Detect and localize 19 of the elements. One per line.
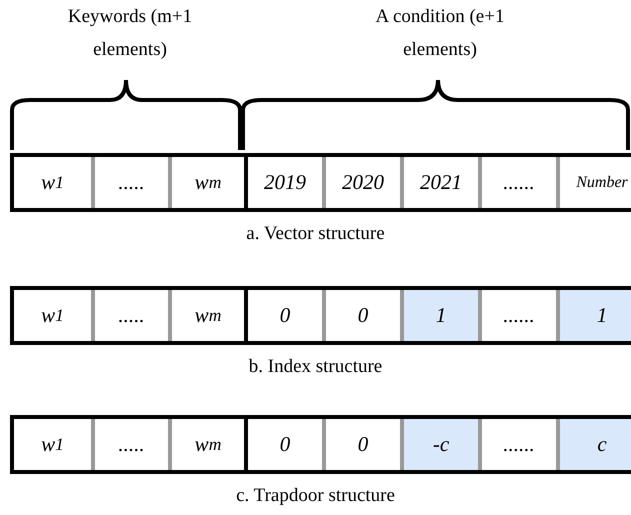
table-cell: 2021 bbox=[400, 157, 478, 208]
table-cell: ..... bbox=[91, 290, 168, 341]
table-cell: 2019 bbox=[244, 157, 322, 208]
table-cell: -c bbox=[400, 419, 478, 470]
caption: b. Index structure bbox=[248, 356, 384, 378]
heading: Keywords (m+1 elements) bbox=[66, 5, 194, 62]
table-cell: 1 bbox=[556, 290, 631, 341]
table-cell: 0 bbox=[244, 290, 322, 341]
table-cell: ..... bbox=[91, 157, 168, 208]
heading: A condition (e+1 elements) bbox=[374, 5, 506, 62]
table-cell: 2020 bbox=[322, 157, 400, 208]
caption: a. Vector structure bbox=[245, 223, 386, 245]
caption: c. Trapdoor structure bbox=[235, 485, 396, 507]
table-cell: c bbox=[556, 419, 631, 470]
table-cell: Number bbox=[556, 157, 631, 208]
table-cell: 1 bbox=[400, 290, 478, 341]
table-cell: ..... bbox=[91, 419, 168, 470]
table-cell: 0 bbox=[244, 419, 322, 470]
table-cell: ...... bbox=[478, 157, 556, 208]
